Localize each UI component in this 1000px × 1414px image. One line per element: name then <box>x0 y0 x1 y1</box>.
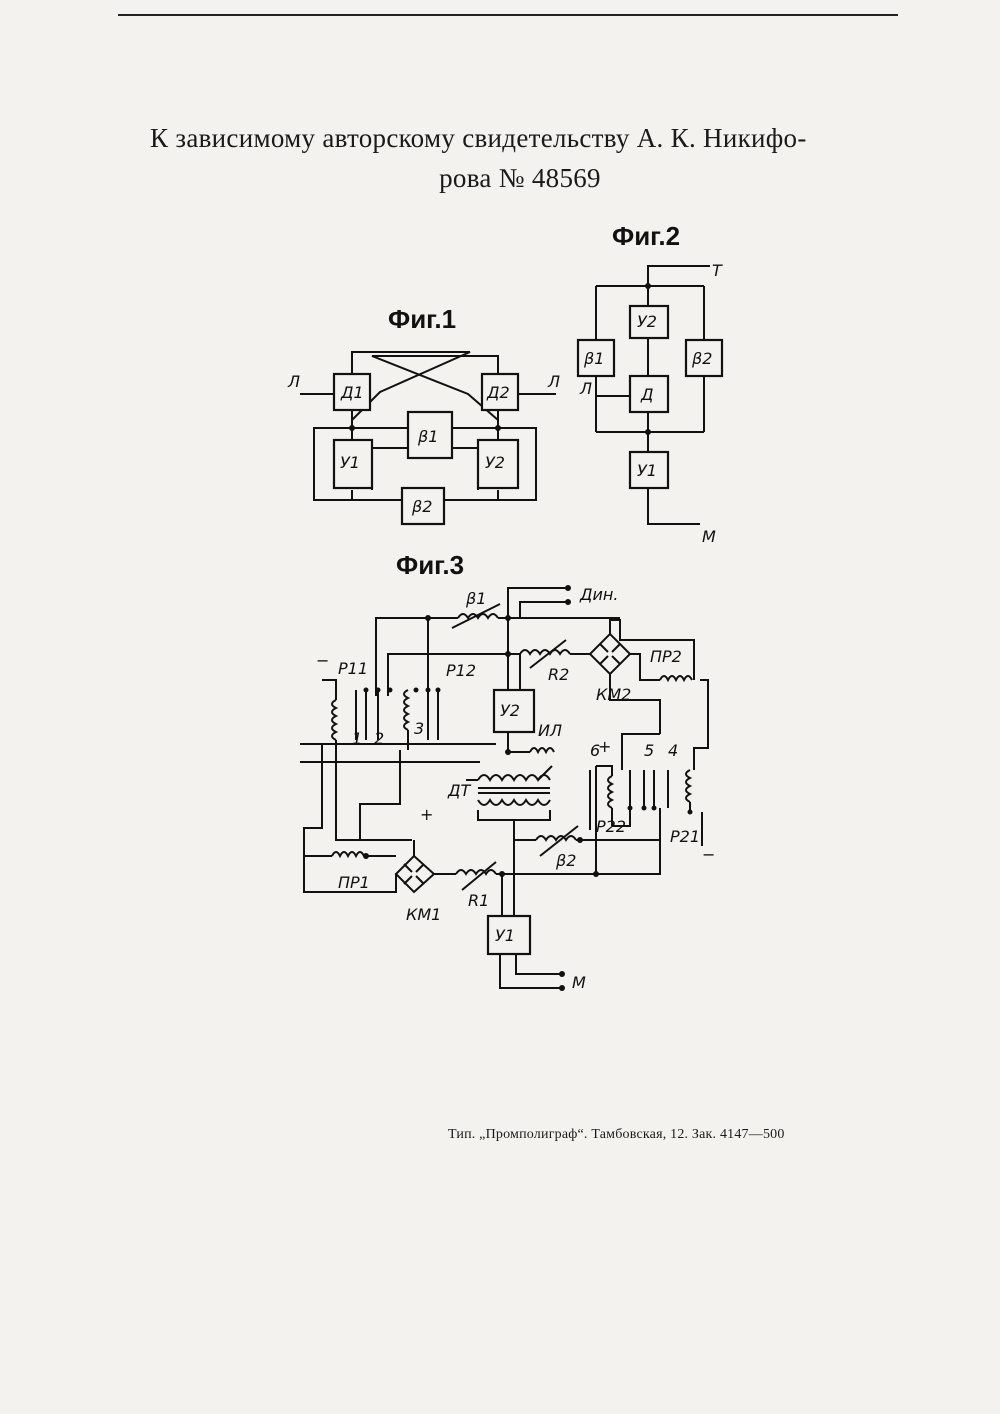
fig1-line-left-label: Л <box>287 372 300 391</box>
fig3-pr2-label: ПР2 <box>650 647 682 666</box>
fig3-km2-label: КМ2 <box>596 685 631 704</box>
fig3-n4-label: 4 <box>668 741 678 760</box>
figure-1: Фиг.1 Л Л Д1 Д2 У1 У2 β1 β2 <box>287 304 560 524</box>
fig2-b1-label: β1 <box>583 349 604 368</box>
fig3-r1-label: R1 <box>468 891 489 910</box>
fig3-il-label: ИЛ <box>538 721 562 740</box>
fig3-plus-center: + <box>420 805 433 824</box>
fig3-p11-label: P11 <box>338 659 368 678</box>
fig2-t-label: Т <box>712 261 723 280</box>
fig3-u1-label: У1 <box>495 926 515 945</box>
fig1-b1-label: β1 <box>417 427 438 446</box>
fig3-n6-label: 6 <box>590 741 600 760</box>
fig3-minus-top: − <box>316 651 329 670</box>
fig2-title: Фиг.2 <box>612 221 680 251</box>
fig3-n3-label: 3 <box>414 719 424 738</box>
fig3-n2-label: 2 <box>374 729 384 748</box>
fig1-d2-label: Д2 <box>486 383 510 402</box>
fig1-d1-label: Д1 <box>340 383 364 402</box>
fig1-b2-label: β2 <box>411 497 432 516</box>
fig2-u1-label: У1 <box>637 461 657 480</box>
fig3-p21-label: P21 <box>670 827 700 846</box>
fig1-u1-label: У1 <box>340 453 360 472</box>
figure-3: Фиг.3 Дин. β1 R2 КМ2 ПР2 <box>300 550 715 992</box>
fig2-d-label: Д <box>640 385 654 404</box>
fig3-pr1-label: ПР1 <box>338 873 370 892</box>
fig1-title: Фиг.1 <box>388 304 456 334</box>
printer-footer: Тип. „Промполиграф“. Тамбовская, 12. Зак… <box>448 1127 785 1143</box>
fig3-r2-label: R2 <box>548 665 569 684</box>
fig3-u2-label: У2 <box>500 701 520 720</box>
fig3-title: Фиг.3 <box>396 550 464 580</box>
fig1-line-right-label: Л <box>547 372 560 391</box>
fig2-m-label: М <box>702 527 716 546</box>
fig3-b2-label: β2 <box>555 851 576 870</box>
fig2-u2-label: У2 <box>637 312 657 331</box>
fig3-n1-label: 1 <box>352 729 362 748</box>
figure-2: Фиг.2 Т Л М У2 β1 β2 Д У1 <box>578 221 723 546</box>
fig3-minus-right: − <box>702 845 715 864</box>
fig2-b2-label: β2 <box>691 349 712 368</box>
fig3-n5-label: 5 <box>644 741 654 760</box>
fig1-u2-label: У2 <box>485 453 505 472</box>
fig2-l-label: Л <box>579 379 592 398</box>
fig3-din-label: Дин. <box>579 585 618 604</box>
fig3-b1-label: β1 <box>465 589 486 608</box>
fig3-km1-label: КМ1 <box>406 905 441 924</box>
fig3-m-label: М <box>572 973 586 992</box>
fig3-p12-label: P12 <box>446 661 476 680</box>
fig3-dt-label: ДТ <box>447 781 472 800</box>
